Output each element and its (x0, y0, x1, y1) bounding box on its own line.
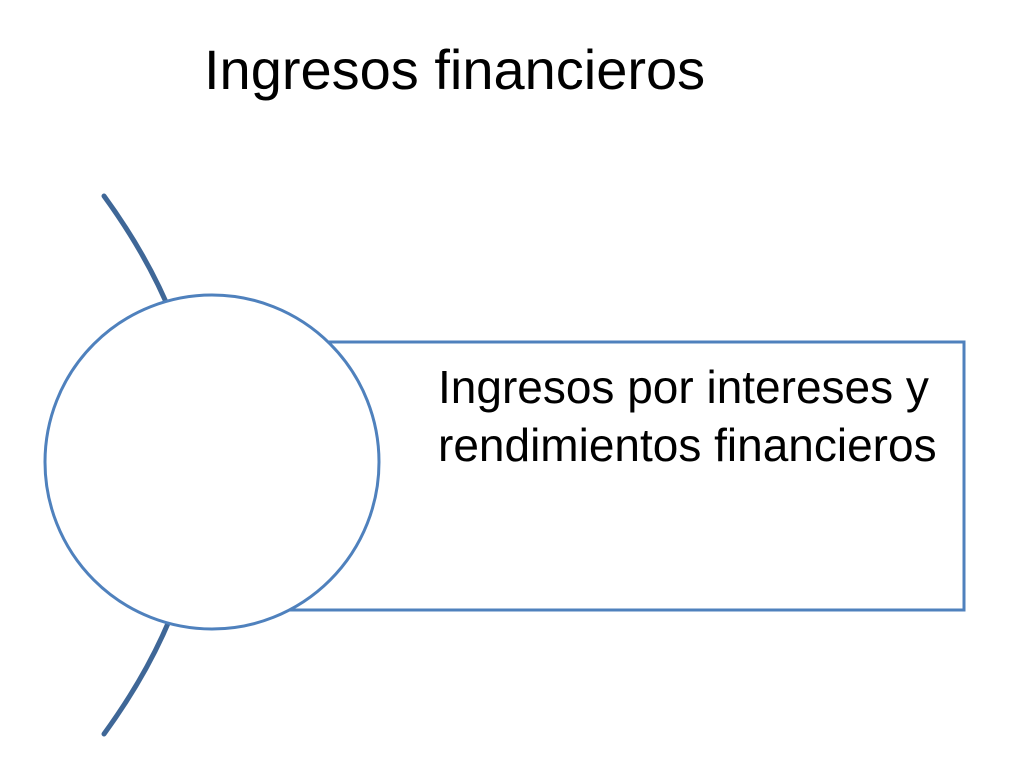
item-circle (43, 293, 381, 631)
item-label: Ingresos por intereses y rendimientos fi… (438, 361, 937, 471)
slide-title: Ingresos financieros (204, 38, 706, 101)
